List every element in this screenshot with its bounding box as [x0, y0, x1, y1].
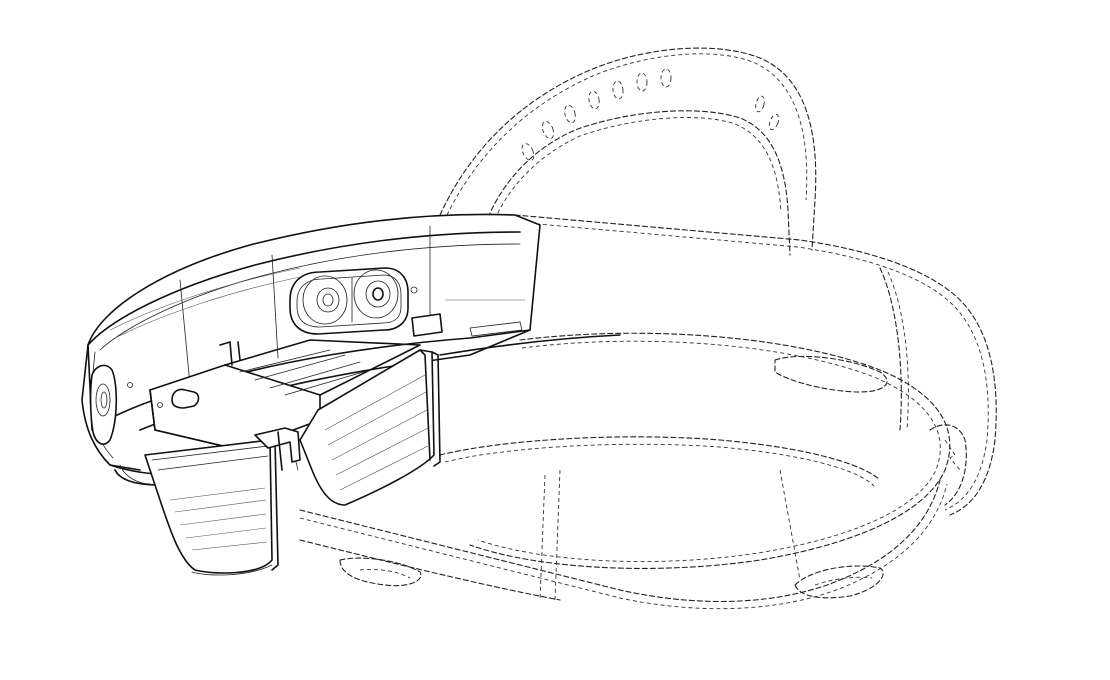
right-lens — [299, 349, 441, 506]
nose-clip — [254, 427, 301, 471]
nose-bridge-block — [149, 339, 421, 451]
strap-holes — [521, 68, 780, 161]
visor-shading — [109, 267, 525, 339]
left-lens — [144, 439, 279, 576]
small-sensor-dot — [410, 286, 418, 294]
camera-sensor-window — [289, 267, 409, 335]
lower-frame — [119, 334, 621, 485]
right-clip — [411, 313, 523, 337]
strap-slots — [339, 355, 888, 599]
rear-headband — [299, 47, 997, 610]
side-camera — [89, 364, 133, 445]
